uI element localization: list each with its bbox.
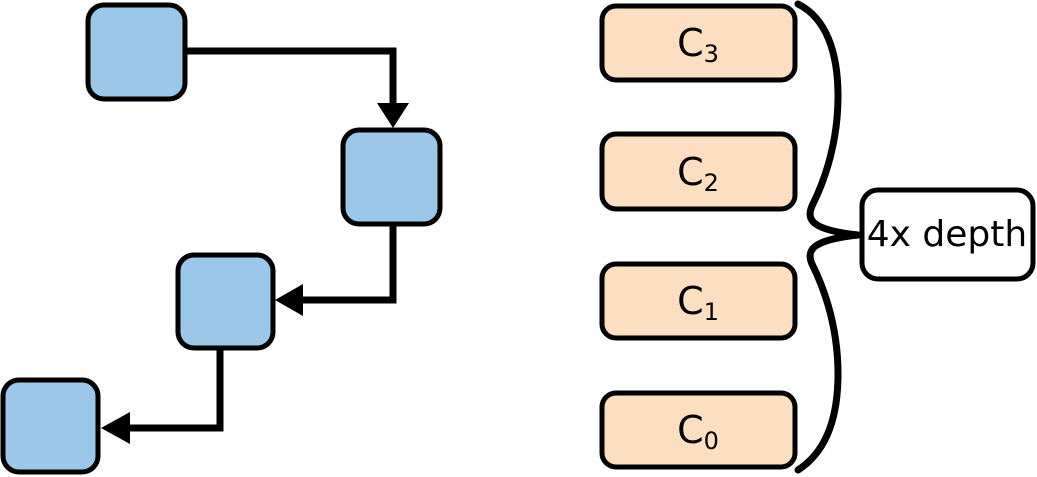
- connector-stage3-to-stage4: [127, 348, 224, 432]
- channel-boxes: C3 C2 C1 C0: [599, 3, 798, 470]
- connector-group: [101, 47, 409, 444]
- arrowhead-down-stage2: [377, 103, 409, 128]
- depth-callout[interactable]: 4x depth: [859, 187, 1036, 282]
- channel-label-c0: C0: [677, 408, 719, 456]
- connector-stage1-to-stage2: [185, 47, 397, 106]
- channel-label-c2: C2: [677, 150, 719, 198]
- channel-box-c2[interactable]: [599, 131, 798, 212]
- depth-callout-box[interactable]: [859, 187, 1036, 282]
- channel-label-c1: C1: [677, 279, 719, 327]
- channel-box-c0[interactable]: [599, 390, 798, 470]
- arrowhead-left-stage4: [101, 412, 130, 444]
- depth-callout-label: 4x depth: [867, 214, 1027, 255]
- grouping-brace: [794, 0, 862, 474]
- brace-icon: [794, 0, 862, 474]
- stage-box-1[interactable]: [85, 2, 188, 102]
- arrowhead-left-stage3: [275, 284, 303, 316]
- stage-box-3[interactable]: [175, 252, 276, 351]
- channel-box-c3[interactable]: [599, 3, 798, 83]
- connector-stage2-to-stage3: [300, 224, 397, 304]
- stage-boxes: [0, 2, 443, 475]
- channel-box-c1[interactable]: [599, 261, 798, 341]
- stage-box-2[interactable]: [340, 127, 443, 227]
- channel-label-c3: C3: [677, 21, 719, 69]
- stage-box-4[interactable]: [0, 377, 101, 475]
